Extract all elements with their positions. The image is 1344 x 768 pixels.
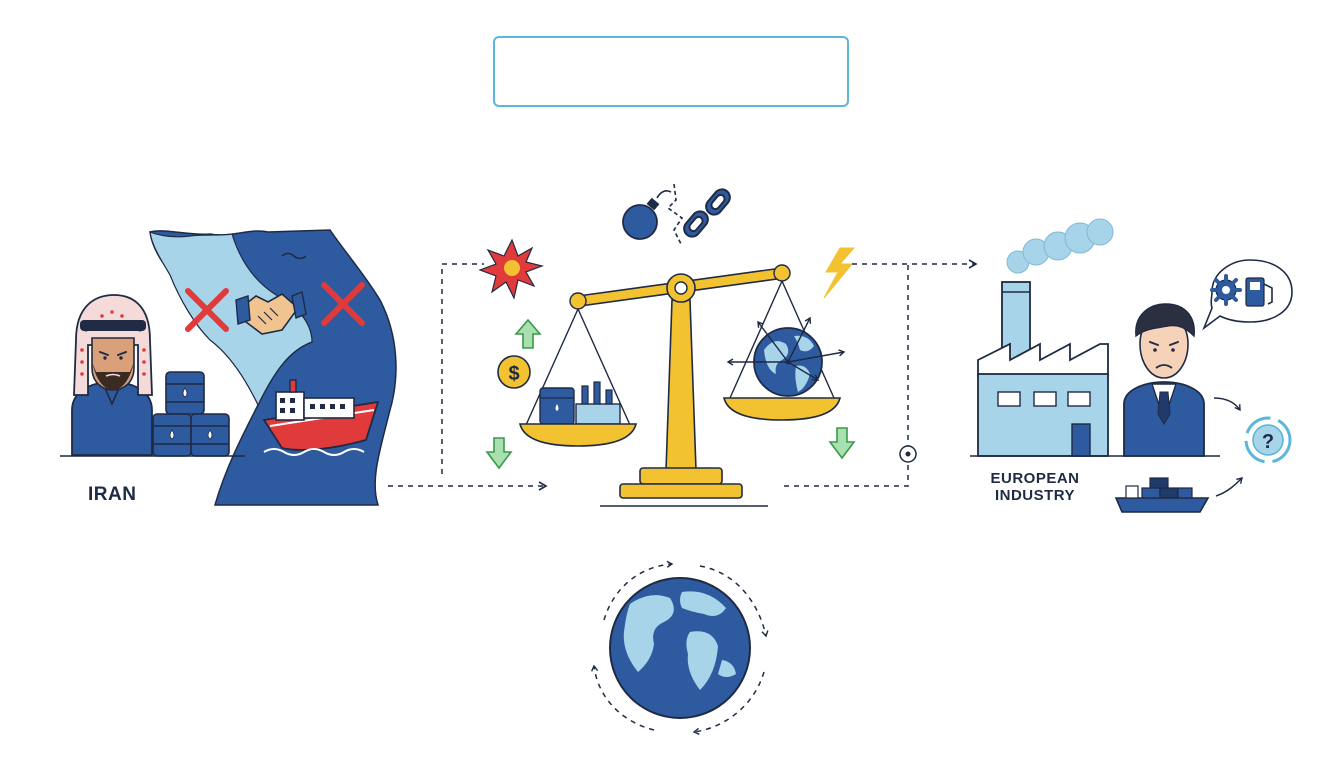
cargo-ship-icon [1114, 477, 1210, 513]
connector-right-return [784, 264, 909, 487]
right-pan-globe-icon [726, 316, 846, 397]
arrow-from-ship [1215, 477, 1243, 497]
right-pan [722, 397, 842, 421]
factory-door [1071, 423, 1091, 457]
chain-link-icon [683, 188, 731, 238]
connector-left-vertical [441, 263, 484, 474]
explosion-icon [478, 238, 545, 300]
oil-tanker-icon [262, 379, 380, 456]
title-box [493, 36, 849, 107]
european-industry-label-line2: INDUSTRY [994, 487, 1076, 505]
lightning-icon [823, 247, 856, 299]
light-sea-region [149, 231, 313, 407]
red-x-icon-right [321, 282, 365, 326]
red-x-icon-left [185, 288, 229, 332]
gear-icon [1210, 274, 1242, 306]
barrel-bottom-left [152, 413, 192, 457]
bottom-globe-icon [591, 560, 769, 735]
bomb-icon [622, 190, 672, 240]
iran-label: IRAN [88, 484, 137, 505]
european-industry-label-line1: EUROPEAN [990, 470, 1080, 487]
question-icon: ? [1244, 416, 1292, 464]
left-pan-cargo [539, 381, 621, 425]
question-glyph: ? [1262, 431, 1274, 453]
connector-node-icon [899, 445, 917, 463]
speech-bubble [1202, 259, 1293, 331]
flow-connectors [388, 259, 978, 491]
wave-mark [281, 252, 307, 260]
barrel-bottom-right [190, 413, 230, 457]
dollar-coin-icon: $ [497, 355, 531, 389]
balance-scale-group: $ [478, 183, 856, 507]
fuel-pump-icon [1245, 277, 1273, 307]
iranian-man-figure [71, 294, 153, 456]
europe-panel: ? [970, 218, 1293, 513]
factory-roof [977, 342, 1109, 379]
up-arrow-icon [514, 318, 542, 349]
businessman-figure [1123, 303, 1205, 457]
scale-base-upper [639, 467, 723, 485]
scale-base-lower [619, 483, 743, 499]
barrel-top [165, 371, 205, 415]
crack-line [666, 183, 684, 247]
down-arrow-icon-right [828, 427, 856, 460]
oil-barrels-group [152, 371, 230, 457]
handshake-icon [235, 291, 307, 335]
scale-stand [665, 299, 697, 471]
arrow-to-question [1213, 397, 1241, 412]
european-industry-label: EUROPEAN INDUSTRY [986, 470, 1084, 505]
dollar-glyph: $ [508, 363, 519, 385]
smoke-cloud [1006, 218, 1114, 274]
agal-band [80, 320, 146, 331]
down-arrow-icon-left [485, 437, 513, 470]
iran-panel [60, 229, 397, 506]
left-pan [518, 423, 638, 447]
left-pan-strings [525, 308, 631, 426]
